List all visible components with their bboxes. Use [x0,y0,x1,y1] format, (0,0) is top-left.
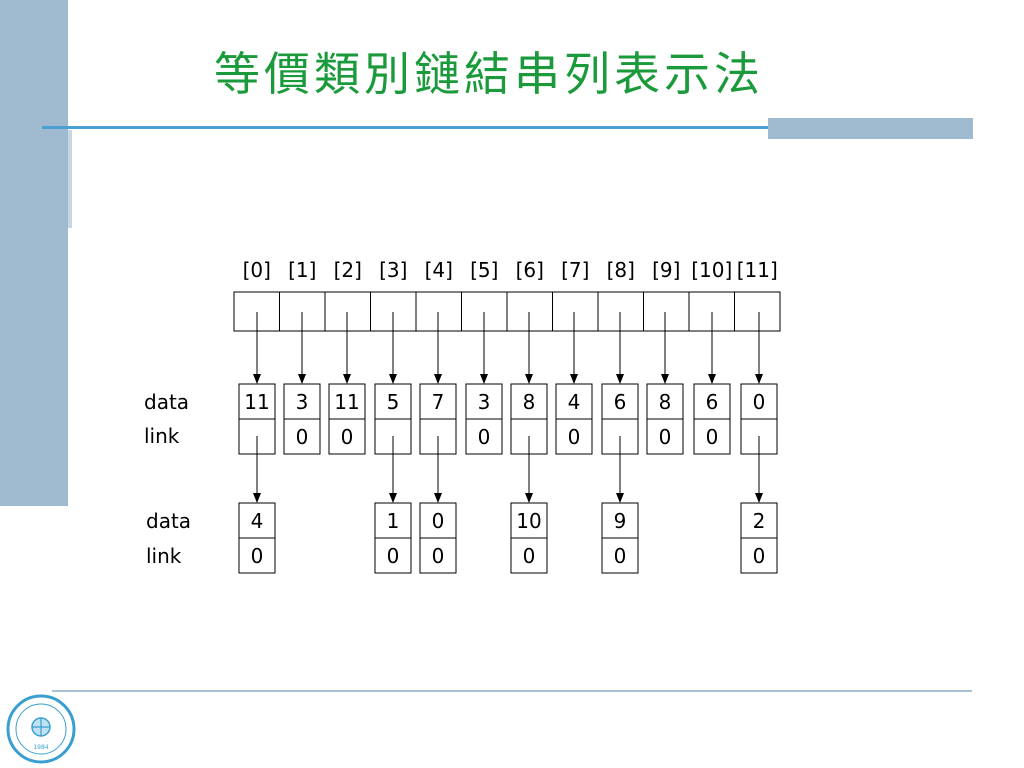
chain-node-link-0: 0 [251,544,264,568]
array-cell-8 [597,291,644,332]
chain-node-data-4: 9 [614,509,627,533]
node-data-8: 6 [614,390,627,414]
node-data-2: 11 [334,390,359,414]
chain-node-data-0: 4 [251,509,264,533]
index-labels: [0] [1] [2] [3] [4] [5] [6] [7] [8] [9] [10][11] [243,258,778,282]
node-data-11: 0 [753,390,766,414]
index-label-7: [7] [561,258,589,282]
node-link-1: 0 [296,425,309,449]
index-label-8: [8] [607,258,635,282]
index-label-9: [9] [652,258,680,282]
node-link-7: 0 [568,425,581,449]
node-data-4: 7 [432,390,445,414]
chain-node-link-3: 0 [523,544,536,568]
node-data-10: 6 [706,390,719,414]
page-title: 等價類別鏈結串列表示法 [214,47,764,101]
node-link-2: 0 [341,425,354,449]
index-label-10: [10] [691,258,732,282]
index-label-11: [11] [737,258,778,282]
chain-node-data-5: 2 [753,509,766,533]
chain-node-data-3: 10 [516,509,541,533]
node-data-1: 3 [296,390,309,414]
sequence-array [233,291,781,332]
chain-node-data-1: 1 [387,509,400,533]
row1-link-label: link [144,424,180,448]
array-cell-11 [734,291,781,332]
node-data-7: 4 [568,390,581,414]
chain-node-link-2: 0 [432,544,445,568]
array-cell-6 [506,291,553,332]
title-divider [42,126,972,129]
node-link-10: 0 [706,425,719,449]
index-label-6: [6] [516,258,544,282]
node-data-9: 8 [659,390,672,414]
left-accent-bar [0,0,68,506]
chain-node-link-1: 0 [387,544,400,568]
row2-link-label: link [146,544,182,568]
node-data-3: 5 [387,390,400,414]
array-cell-7 [552,291,599,332]
index-label-1: [1] [288,258,316,282]
index-label-4: [4] [425,258,453,282]
footer-divider [52,690,972,692]
left-accent-shadow [68,130,72,228]
node-data-5: 3 [478,390,491,414]
right-accent-bar [768,118,973,139]
array-cell-9 [643,291,690,332]
index-label-2: [2] [334,258,362,282]
seal-year: 1984 [33,744,48,751]
node-data-0: 11 [244,390,269,414]
seal-cross-mark [32,718,50,736]
chain-node-link-4: 0 [614,544,627,568]
chain-node-data-2: 0 [432,509,445,533]
university-seal: 1984 [6,694,76,764]
seal-inner-ring [15,703,67,755]
row-labels: data link data link [144,390,191,568]
index-label-3: [3] [379,258,407,282]
array-cell-4 [415,291,462,332]
index-label-5: [5] [470,258,498,282]
first-node-row: 11 3 0 11 0 5 7 3 0 8 4 0 6 8 0 6 0 0 [238,383,778,455]
index-label-0: [0] [243,258,271,282]
chain-node-link-5: 0 [753,544,766,568]
array-cell-2 [324,291,371,332]
pointer-arrows [253,312,763,503]
row1-data-label: data [144,390,189,414]
node-data-6: 8 [523,390,536,414]
node-link-5: 0 [478,425,491,449]
node-link-9: 0 [659,425,672,449]
row2-data-label: data [146,509,191,533]
